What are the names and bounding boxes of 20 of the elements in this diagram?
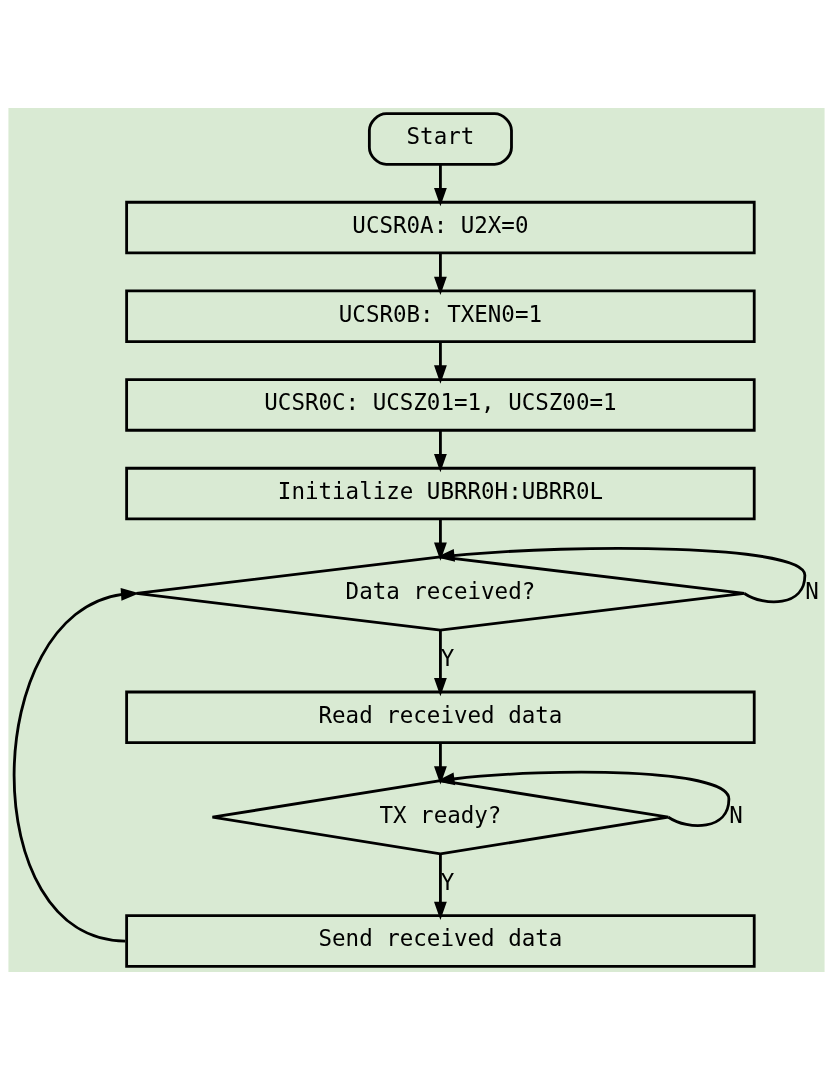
arrow bbox=[434, 253, 447, 295]
arrow bbox=[434, 854, 447, 920]
edge-label: N bbox=[729, 801, 743, 828]
node-diamond: Data received? bbox=[135, 555, 746, 632]
arrow bbox=[434, 742, 447, 785]
node-box: UCSR0A: U2X=0 bbox=[125, 200, 756, 255]
arrow bbox=[12, 587, 140, 943]
arrow bbox=[434, 430, 447, 473]
node-box: Initialize UBRR0H:UBRR0L bbox=[125, 466, 756, 521]
node-box: Read received data bbox=[125, 690, 756, 745]
node-box: UCSR0B: TXEN0=1 bbox=[125, 289, 756, 343]
node-box: UCSR0C: UCSZ01=1, UCSZ00=1 bbox=[125, 378, 756, 432]
arrow bbox=[434, 342, 447, 384]
arrow bbox=[434, 630, 447, 697]
node-box: Send received data bbox=[125, 914, 756, 968]
node-diamond: TX ready? bbox=[211, 779, 670, 856]
edge-label: N bbox=[805, 577, 819, 604]
arrow bbox=[434, 164, 447, 207]
node-box: Start bbox=[367, 112, 513, 166]
arrow bbox=[434, 519, 447, 561]
